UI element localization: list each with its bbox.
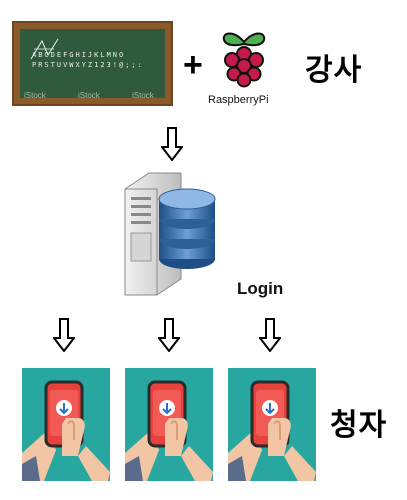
down-arrow-icon [161,127,183,161]
down-arrow-icon [259,318,281,352]
raspberry-pi-logo-icon [222,32,266,88]
plus-sign: + [183,46,203,84]
login-label: Login [237,279,284,298]
smartphone-hand-icon [125,368,213,481]
smartphone-hand-icon [22,368,110,481]
down-arrow-icon [158,318,180,352]
audience-label: 청자 [330,408,388,443]
watermark: iStock [24,91,46,100]
chalk-text-line-2: PRSTUVWXYZ123!@;;: [32,61,144,69]
smartphone-hand-icon [228,368,316,481]
chalk-text-line-1: ABCDEFGHIJKLMNO [32,51,126,59]
down-arrow-icon [53,318,75,352]
raspberry-pi-label: RaspberryPi [208,94,269,106]
watermark: iStock [132,91,154,100]
chalkboard-image: ABCDEFGHIJKLMNO PRSTUVWXYZ123!@;;: iStoc… [12,21,173,106]
watermark: iStock [78,91,100,100]
server-database-icon [124,172,216,296]
lecturer-label: 강사 [305,53,363,88]
chalk-sketch-icon [30,38,59,60]
